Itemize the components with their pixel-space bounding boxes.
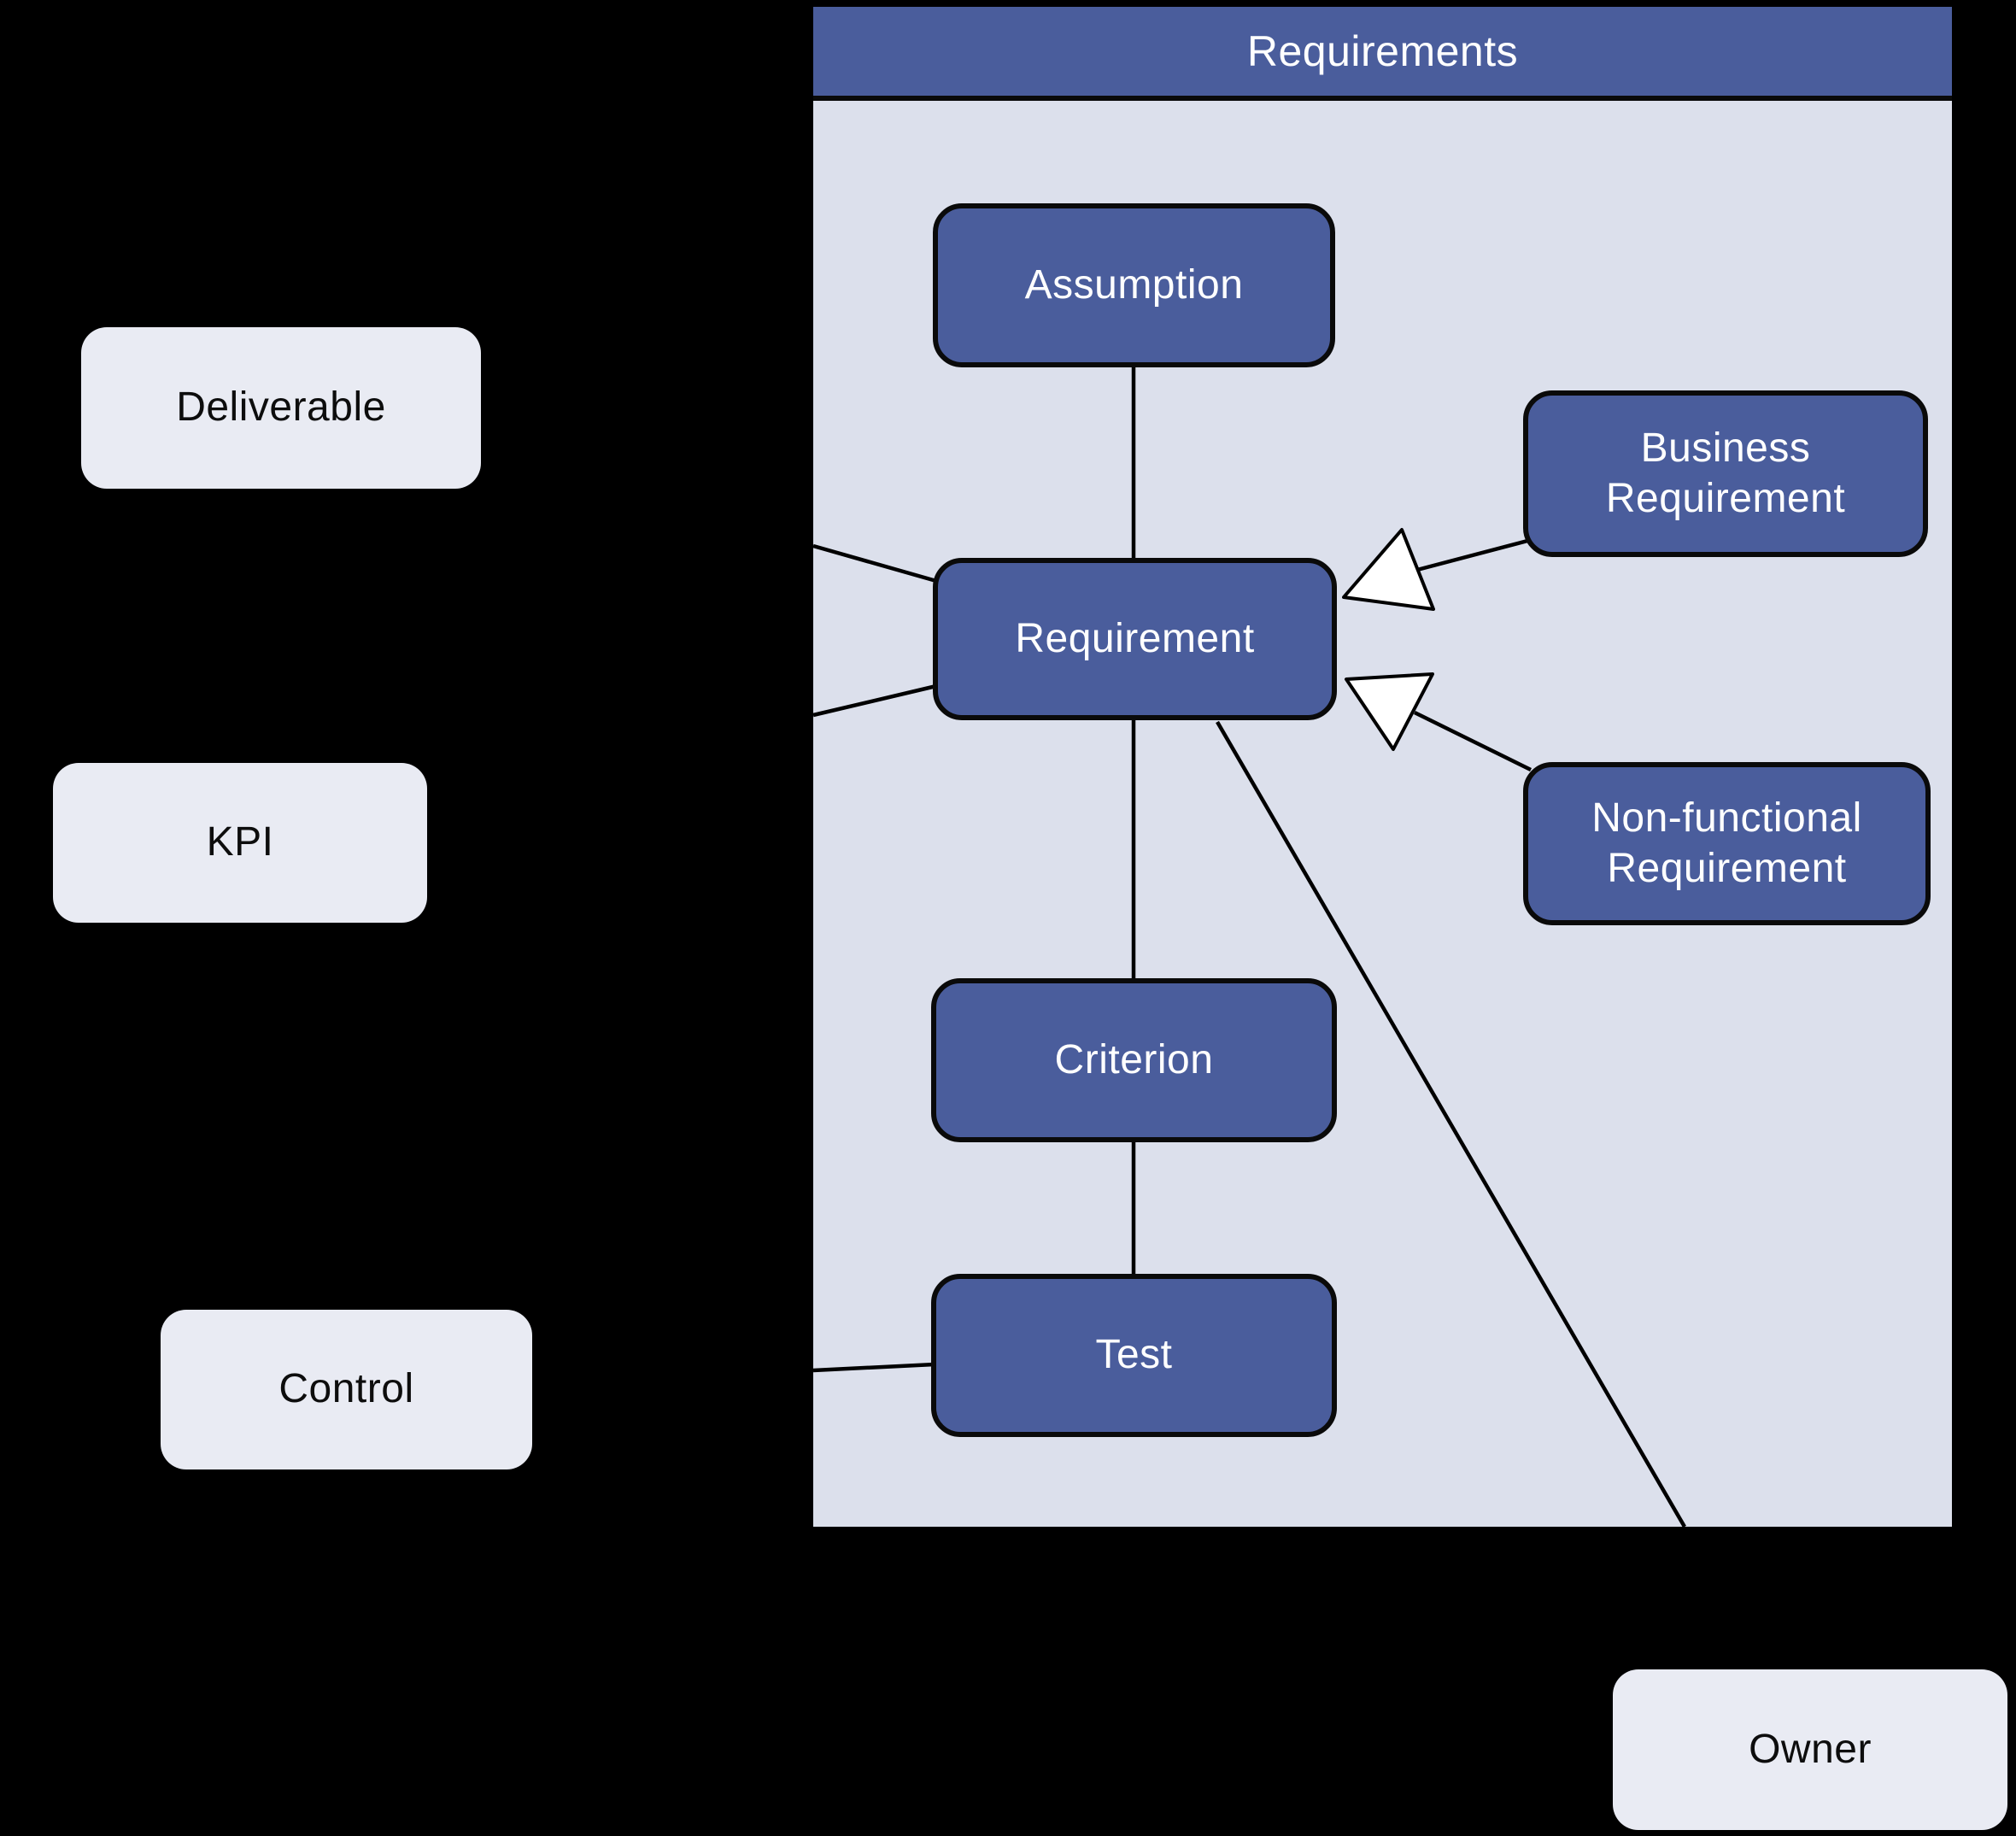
node-assumption[interactable]: Assumption <box>933 203 1335 367</box>
node-test[interactable]: Test <box>931 1274 1337 1437</box>
node-criterion-label: Criterion <box>1054 1036 1214 1082</box>
node-control-label: Control <box>278 1366 414 1412</box>
node-requirement[interactable]: Requirement <box>933 558 1337 720</box>
node-owner[interactable]: Owner <box>1613 1669 2007 1830</box>
node-criterion[interactable]: Criterion <box>931 978 1337 1142</box>
node-deliverable[interactable]: Deliverable <box>81 327 481 489</box>
container-title: Requirements <box>1246 27 1519 75</box>
requirements-container-header: Requirements <box>813 7 1952 101</box>
node-kpi[interactable]: KPI <box>53 763 427 923</box>
node-deliverable-label: Deliverable <box>176 384 386 431</box>
node-kpi-label: KPI <box>206 819 274 865</box>
node-requirement-label: Requirement <box>1015 615 1255 661</box>
node-business-requirement[interactable]: Business Requirement <box>1523 390 1928 557</box>
node-nonfunctional-requirement-label: Non-functional Requirement <box>1591 795 1862 891</box>
node-business-requirement-label: Business Requirement <box>1605 425 1846 521</box>
node-nonfunctional-requirement[interactable]: Non-functional Requirement <box>1523 762 1931 925</box>
node-test-label: Test <box>1095 1332 1173 1378</box>
node-assumption-label: Assumption <box>1024 261 1244 308</box>
node-owner-label: Owner <box>1749 1726 1872 1772</box>
node-control[interactable]: Control <box>161 1310 532 1469</box>
